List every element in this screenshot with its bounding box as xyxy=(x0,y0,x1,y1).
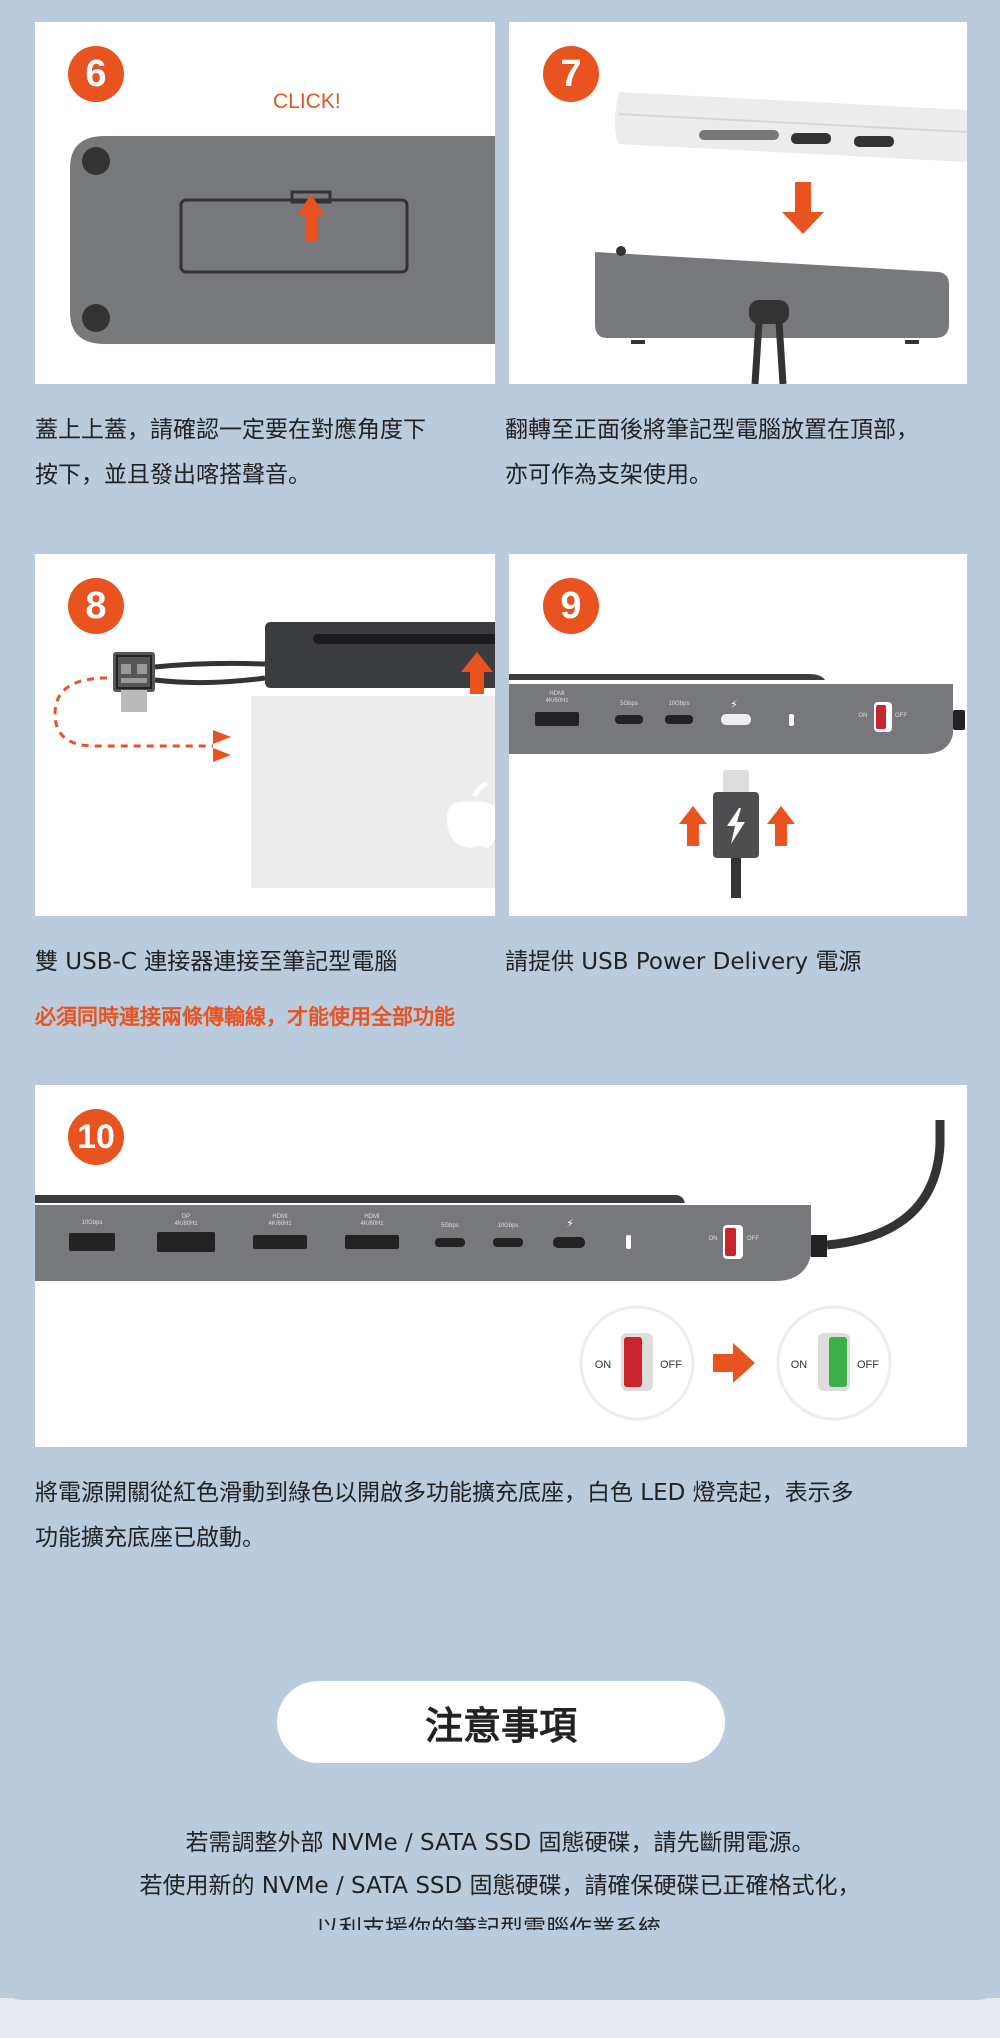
power-switch-on-icon: ON OFF xyxy=(776,1305,892,1421)
orange-arrow-icon xyxy=(713,1343,755,1383)
step-9-card: ⚡ HDMI 4K/60Hz 5Gbps 10Gbps ON OFF 9 xyxy=(509,554,967,916)
svg-text:ON: ON xyxy=(595,1359,612,1371)
desc-line: 翻轉至正面後將筆記型電腦放置在頂部， xyxy=(505,417,919,443)
step-6-description: 蓋上上蓋，請確認一定要在對應角度下 按下，並且發出喀搭聲音。 xyxy=(35,408,505,498)
svg-text:OFF: OFF xyxy=(660,1359,682,1371)
step-9-description: 請提供 USB Power Delivery 電源 xyxy=(505,940,985,985)
port-label-10g-a: 10Gbps xyxy=(81,1220,102,1226)
power-switch-illustration: ⚡ 10Gbps DP 4K/60Hz HDMI 4K/60Hz HDMI 4K… xyxy=(35,1120,945,1421)
svg-text:⚡: ⚡ xyxy=(730,698,738,711)
page-bottom-panel xyxy=(0,1930,1000,2000)
step-number-badge: 10 xyxy=(68,1109,124,1165)
desc-line: 功能擴充底座已啟動。 xyxy=(35,1525,265,1551)
svg-text:ON: ON xyxy=(791,1359,808,1371)
orange-arrow-icon xyxy=(782,182,824,234)
power-switch-icon xyxy=(723,1225,743,1259)
step-number-badge: 8 xyxy=(68,578,124,634)
step-8-warning-note: 必須同時連接兩條傳輸線，才能使用全部功能 xyxy=(35,1005,455,1029)
power-switch-off-icon: ON OFF xyxy=(579,1305,695,1421)
port-label-hdmi2: HDMI xyxy=(364,1214,380,1220)
click-callout: CLICK! xyxy=(273,90,341,113)
desc-line: 蓋上上蓋，請確認一定要在對應角度下 xyxy=(35,417,426,443)
notice-heading: 注意事項 xyxy=(277,1681,725,1763)
apple-logo-icon xyxy=(446,781,495,848)
power-delivery-illustration: ⚡ HDMI 4K/60Hz 5Gbps 10Gbps ON OFF xyxy=(509,674,965,898)
svg-text:OFF: OFF xyxy=(857,1359,879,1371)
port-label-hdmi-spec: 4K/60Hz xyxy=(545,698,568,704)
step-number-badge: 7 xyxy=(543,46,599,102)
step-6-card: 6 CLICK! xyxy=(35,22,495,384)
port-label-dp-spec: 4K/60Hz xyxy=(174,1221,197,1227)
notice-line: 若使用新的 NVMe / SATA SSD 固態硬碟，請確保硬碟已正確格式化， xyxy=(139,1873,861,1899)
desc-line: 將電源開關從紅色滑動到綠色以開啟多功能擴充底座，白色 LED 燈亮起，表示多 xyxy=(35,1480,854,1506)
step-number-badge: 6 xyxy=(68,46,124,102)
desc-line: 按下，並且發出喀搭聲音。 xyxy=(35,462,311,488)
port-label-hdmi: HDMI xyxy=(549,691,565,697)
switch-label-off: OFF xyxy=(895,713,907,719)
desc-line: 亦可作為支架使用。 xyxy=(505,462,712,488)
power-switch-icon xyxy=(874,702,892,732)
switch-label-off: OFF xyxy=(747,1236,759,1242)
desc-line: 雙 USB-C 連接器連接至筆記型電腦 xyxy=(35,949,398,975)
port-label-dp: DP xyxy=(182,1214,190,1220)
step-7-description: 翻轉至正面後將筆記型電腦放置在頂部， 亦可作為支架使用。 xyxy=(505,408,985,498)
page-bottom-strip xyxy=(0,1998,1000,2038)
orange-arrow-icon xyxy=(461,652,493,694)
svg-text:⚡: ⚡ xyxy=(566,1217,574,1230)
step-8-description: 雙 USB-C 連接器連接至筆記型電腦 xyxy=(35,940,505,985)
lightning-icon xyxy=(727,808,745,844)
port-label-10g-c: 10Gbps xyxy=(497,1223,518,1229)
step-10-description: 將電源開關從紅色滑動到綠色以開啟多功能擴充底座，白色 LED 燈亮起，表示多 功… xyxy=(35,1471,975,1561)
port-label-hdmi2-spec: 4K/60Hz xyxy=(360,1221,383,1227)
laptop-on-hub-illustration xyxy=(595,92,967,384)
orange-arrow-icon xyxy=(213,730,231,762)
port-label-hdmi1-spec: 4K/60Hz xyxy=(268,1221,291,1227)
port-label-5g: 5Gbps xyxy=(441,1223,459,1229)
notice-line: 若需調整外部 NVMe / SATA SSD 固態硬碟，請先斷開電源。 xyxy=(185,1830,815,1856)
switch-label-on: ON xyxy=(859,713,868,719)
port-label-hdmi1: HDMI xyxy=(272,1214,288,1220)
orange-arrow-icon xyxy=(297,194,325,242)
step-10-card: ⚡ 10Gbps DP 4K/60Hz HDMI 4K/60Hz HDMI 4K… xyxy=(35,1085,967,1447)
step-7-card: 7 xyxy=(509,22,967,384)
port-label-5g: 5Gbps xyxy=(620,701,638,707)
step-8-card: 8 xyxy=(35,554,495,916)
hub-underside-illustration xyxy=(70,136,495,344)
switch-label-on: ON xyxy=(709,1236,718,1242)
port-label-10g: 10Gbps xyxy=(668,701,689,707)
orange-arrow-icon xyxy=(679,806,795,846)
desc-line: 請提供 USB Power Delivery 電源 xyxy=(505,949,862,975)
connect-usbc-illustration xyxy=(53,622,495,888)
step-number-badge: 9 xyxy=(543,578,599,634)
